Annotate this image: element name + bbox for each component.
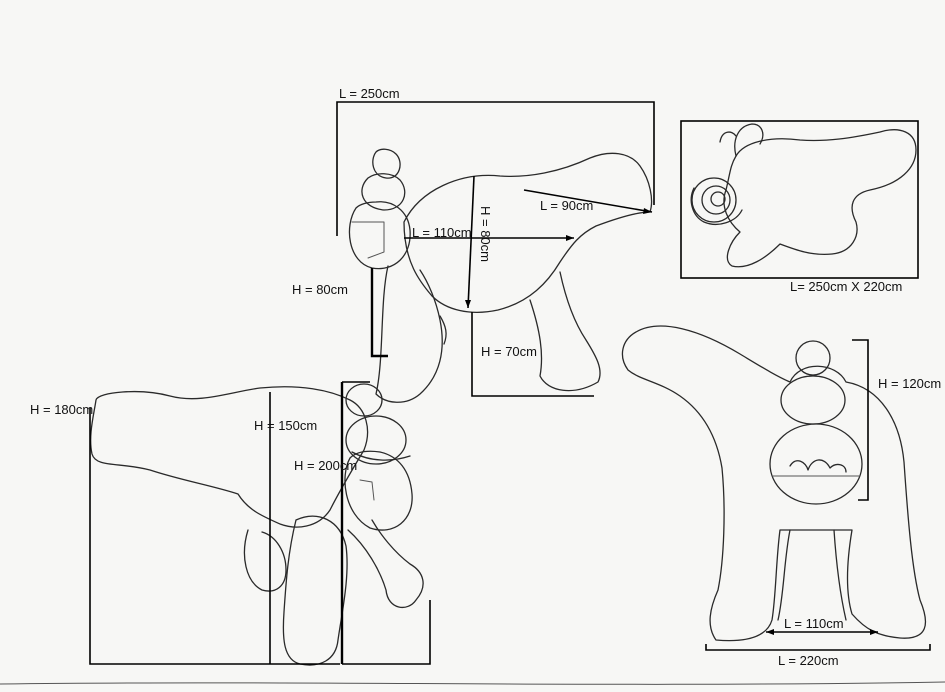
front-head-top [795,340,831,376]
label-left-height-200: H = 200cm [294,458,358,473]
front-length-110-arrow-right [870,629,878,635]
left-base-bracket [342,600,431,665]
front-length-220-bracket [705,644,931,651]
side-head-bottom [348,201,411,270]
top-view-frame [680,120,919,279]
side-rear-leg [529,271,601,392]
front-face-mark [789,459,847,473]
side-face-mark [351,221,385,259]
label-front-length-110: L = 110cm [784,616,844,631]
side-height-70-bracket [471,312,594,397]
front-head-bottom [769,423,863,505]
left-head-middle [345,415,407,465]
left-raised-leg [347,519,424,609]
front-view-figure [621,325,931,651]
left-body [90,386,369,528]
side-view-figure [336,101,655,403]
side-head-top [372,148,401,179]
left-view-figure [89,381,431,666]
side-body [403,152,653,313]
front-height-120-bracket [852,339,869,501]
left-head-band [351,451,411,461]
side-view-length-bracket [336,101,655,236]
label-front-height-120: H = 120cm [878,376,942,391]
top-view-figure [680,120,919,279]
label-side-height-70: H = 70cm [481,344,537,359]
top-ear-tip [719,131,737,143]
label-side-length-250: L = 250cm [339,86,400,101]
left-back-leg [243,529,287,592]
label-front-length-220: L = 220cm [778,653,839,668]
front-body [621,325,927,642]
side-front-leg-crease [439,315,447,345]
left-height-180-bracket [89,408,340,665]
side-tail-90-line [523,189,653,213]
label-left-height-150: H = 150cm [254,418,318,433]
top-head-spiral-outer [691,177,737,223]
top-head-spiral-shadow [690,187,743,225]
label-top-view-dims: L= 250cm X 220cm [790,279,903,294]
front-head-middle [780,375,846,425]
left-face-mark [359,479,375,501]
side-height-80-leg-bracket [370,268,388,358]
top-head-spiral-inner [710,191,726,207]
side-height-80-arrow [465,300,471,308]
side-length-110-arrow [566,235,574,241]
side-height-80-line [467,175,475,309]
label-left-height-180: H = 180cm [30,402,94,417]
side-front-leg [375,265,443,403]
front-inner-leg-left [777,529,791,621]
front-length-110-arrow-left [766,629,774,635]
paper-edge [0,681,945,685]
side-tail-90-arrow [643,208,652,214]
label-side-length-110: L = 110cm [412,225,472,240]
label-side-height-80-leg: H = 80cm [292,282,348,297]
front-inner-leg-right [833,529,847,621]
side-head-middle [361,173,406,211]
top-head-spiral-mid [701,185,731,215]
top-body [723,129,917,268]
label-side-tail-90: L = 90cm [540,198,594,213]
label-side-height-80-body: H = 80cm [478,206,493,262]
left-front-leg [282,515,348,666]
top-ear-left [734,123,764,157]
left-head-bottom [344,450,413,531]
left-head-top [345,383,383,417]
